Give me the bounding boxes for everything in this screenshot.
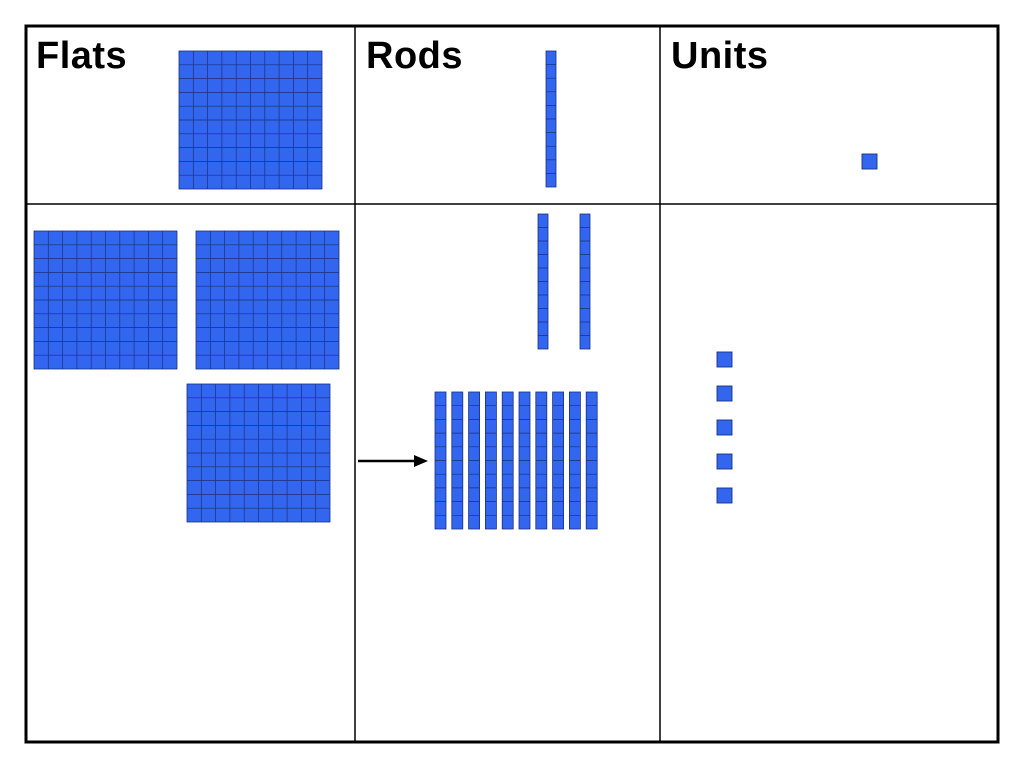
rod-block (535, 391, 548, 530)
rod-block (434, 391, 447, 530)
unit-block (716, 453, 733, 470)
rod-block (451, 391, 464, 530)
rod-block (518, 391, 531, 530)
header-flats: Flats (36, 35, 127, 77)
legend-unit (861, 153, 878, 170)
rod-block (569, 391, 581, 530)
arrow-right-icon (358, 455, 428, 467)
board-frame (24, 24, 1000, 744)
work-rods-grouped-group (434, 391, 598, 530)
legend-rod (545, 50, 557, 188)
header-rods: Rods (366, 35, 463, 77)
work-flats-group (33, 230, 340, 523)
rod-block (468, 391, 481, 530)
header-units: Units (671, 35, 769, 77)
flat-block (33, 230, 178, 370)
unit-block (861, 153, 878, 170)
legend-flat (178, 50, 323, 190)
rod-block (585, 391, 598, 530)
flat-block (178, 50, 323, 190)
flat-block (186, 383, 331, 523)
rod-block (579, 213, 591, 350)
work-units-group (716, 351, 733, 504)
rod-block (501, 391, 514, 530)
unit-block (716, 419, 733, 436)
unit-block (716, 351, 733, 368)
rod-block (484, 391, 497, 530)
unit-block (716, 385, 733, 402)
rod-block (537, 213, 549, 350)
work-rods-loose-group (537, 213, 591, 350)
flat-block (195, 230, 340, 370)
rod-block (552, 391, 564, 530)
rod-block (545, 50, 557, 188)
unit-block (716, 487, 733, 504)
